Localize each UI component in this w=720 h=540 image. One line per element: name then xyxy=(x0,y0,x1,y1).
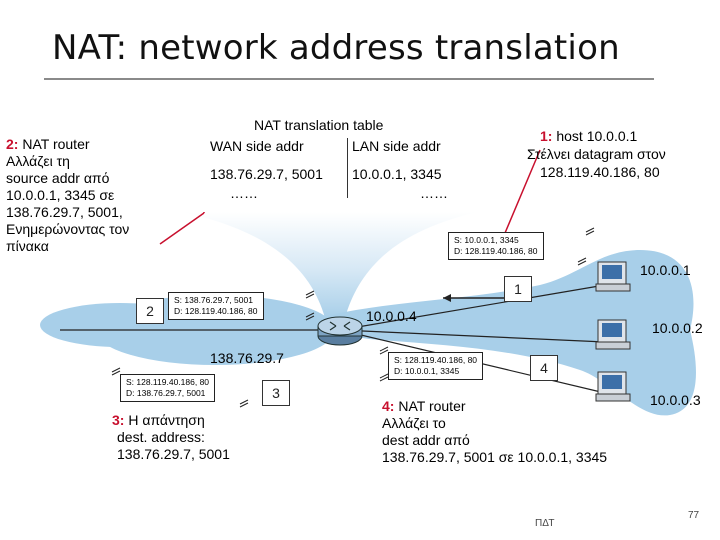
step-badge-2: 2 xyxy=(136,298,164,324)
page-number: 77 xyxy=(688,510,700,521)
step2-line-6: Ενημερώνοντας τον xyxy=(6,221,130,237)
packet-step4-source: S: 128.119.40.186, 80 xyxy=(394,355,478,365)
host2-address: 10.0.0.2 xyxy=(652,320,703,336)
table-dots-lan: …… xyxy=(420,185,448,201)
step4-annotation: 4: NAT router Αλλάζει το dest addr από 1… xyxy=(382,398,607,466)
host1-address: 10.0.0.1 xyxy=(640,262,691,278)
step-badge-3: 3 xyxy=(262,380,290,406)
packet-step3: S: 128.119.40.186, 80 D: 138.76.29.7, 50… xyxy=(120,374,216,402)
step2-line-1: NAT router xyxy=(22,136,90,152)
router-wan-address: 138.76.29.7 xyxy=(210,350,284,366)
step4-line-1: NAT router xyxy=(398,398,466,414)
step1-line-2: Στέλνει datagram στον xyxy=(527,146,666,162)
table-cell-lan: 10.0.0.1, 3345 xyxy=(352,166,442,182)
packet-step3-source: S: 128.119.40.186, 80 xyxy=(126,377,210,387)
packet-step2-source: S: 138.76.29.7, 5001 xyxy=(174,295,253,305)
table-dots-wan: …… xyxy=(230,185,258,201)
step4-line-3: dest addr από xyxy=(382,432,470,448)
host3-address: 10.0.0.3 xyxy=(650,392,701,408)
step2-line-4: 10.0.0.1, 3345 σε xyxy=(6,187,115,203)
packet-step2-dest: D: 128.119.40.186, 80 xyxy=(174,306,258,316)
packet-step1: S: 10.0.0.1, 3345 D: 128.119.40.186, 80 xyxy=(448,232,544,260)
step3-annotation: 3: Η απάντηση dest. address: 138.76.29.7… xyxy=(112,412,230,463)
step4-number: 4: xyxy=(382,398,395,414)
step4-line-4: 138.76.29.7, 5001 σε 10.0.0.1, 3345 xyxy=(382,449,608,465)
host-10-0-0-3-icon xyxy=(595,371,631,402)
footer-label: ΠΔΤ xyxy=(535,518,555,529)
table-heading: NAT translation table xyxy=(254,117,384,133)
title-divider xyxy=(44,78,654,80)
table-column-divider xyxy=(347,138,348,198)
page-title: NAT: network address translation xyxy=(52,28,620,68)
step4-line-2: Αλλάζει το xyxy=(382,415,446,431)
router-lan-address: 10.0.0.4 xyxy=(366,308,417,324)
step3-number: 3: xyxy=(112,412,125,428)
packet-step3-dest: D: 138.76.29.7, 5001 xyxy=(126,388,206,398)
step2-number: 2: xyxy=(6,136,19,152)
host-10-0-0-2-icon xyxy=(595,319,631,350)
step2-line-5: 138.76.29.7, 5001, xyxy=(6,204,123,220)
step3-line-1: Η απάντηση xyxy=(128,412,205,428)
packet-step2: S: 138.76.29.7, 5001 D: 128.119.40.186, … xyxy=(168,292,264,320)
step2-annotation: 2: NAT router Αλλάζει τη source addr από… xyxy=(6,136,129,255)
step3-line-2: dest. address: xyxy=(117,429,205,445)
step1-annotation: 1: host 10.0.0.1 xyxy=(540,128,637,145)
nat-router-icon xyxy=(317,316,363,346)
nat-translation-table: NAT translation table WAN side addr LAN … xyxy=(182,108,478,212)
step1-number: 1: xyxy=(540,128,553,144)
host-10-0-0-1-icon xyxy=(595,261,631,292)
column-wan: WAN side addr xyxy=(210,138,304,154)
step1-pointer xyxy=(504,149,541,234)
step3-line-3: 138.76.29.7, 5001 xyxy=(117,446,230,462)
column-lan: LAN side addr xyxy=(352,138,441,154)
step2-line-2: Αλλάζει τη xyxy=(6,153,70,169)
table-cell-wan: 138.76.29.7, 5001 xyxy=(210,166,323,182)
packet-step1-dest: D: 128.119.40.186, 80 xyxy=(454,246,538,256)
packet-step4-dest: D: 10.0.0.1, 3345 xyxy=(394,366,460,376)
step-badge-1: 1 xyxy=(504,276,532,302)
step1-line-1: host 10.0.0.1 xyxy=(556,128,638,144)
step-badge-4: 4 xyxy=(530,355,558,381)
step2-line-3: source addr από xyxy=(6,170,110,186)
step1-line-3: 128.119.40.186, 80 xyxy=(540,164,660,180)
step2-pointer xyxy=(159,212,205,245)
packet-step1-source: S: 10.0.0.1, 3345 xyxy=(454,235,519,245)
table-funnel xyxy=(182,212,478,318)
packet-step4: S: 128.119.40.186, 80 D: 10.0.0.1, 3345 xyxy=(388,352,484,380)
step2-line-7: πίνακα xyxy=(6,238,49,254)
